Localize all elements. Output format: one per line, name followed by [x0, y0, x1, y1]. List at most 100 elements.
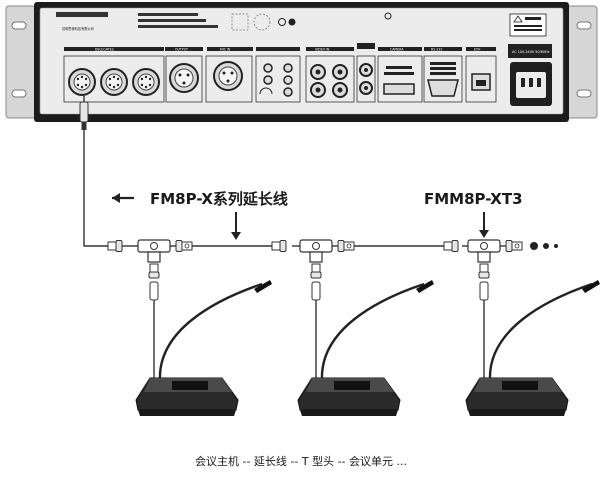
delegate-port-1[interactable] — [68, 68, 96, 96]
camera-label-bar — [384, 72, 414, 75]
extension-cable-label: FM8P-X系列延长线 — [150, 190, 288, 208]
rca-jack[interactable] — [283, 63, 293, 73]
continuation-dot — [554, 244, 558, 248]
video-in-label: VIDEO IN — [315, 48, 330, 52]
video-in-ports — [305, 55, 355, 103]
rack-hole — [576, 21, 592, 30]
delegates-label: DELEGATES — [95, 48, 114, 52]
camera-label: CAMERA — [390, 48, 404, 52]
db9-connector[interactable] — [427, 79, 459, 97]
mic-head — [254, 280, 272, 293]
conference-unit-2 — [297, 280, 434, 416]
bnc-pin — [337, 69, 343, 75]
delegate-port-3[interactable] — [132, 68, 160, 96]
rack-hole — [11, 89, 27, 98]
annotations: FM8P-X系列延长线 FMM8P-XT3 — [112, 190, 523, 240]
ce-icon — [278, 18, 286, 26]
drop-plug-1 — [148, 263, 160, 301]
plug-female — [343, 241, 355, 251]
unit-foot — [300, 410, 398, 416]
plug-male — [107, 241, 117, 251]
t-connector-2 — [299, 239, 333, 263]
conference-unit-3 — [465, 280, 600, 416]
plug-female — [511, 241, 523, 251]
rca-jack[interactable] — [263, 63, 273, 73]
continuation-dot — [543, 243, 549, 249]
delegate-ports — [63, 55, 165, 103]
trunk-cable-start — [83, 130, 112, 247]
gooseneck — [158, 282, 263, 381]
rca-jack[interactable] — [263, 75, 273, 85]
power-inlet: AC 100-240V 50/60Hz — [508, 44, 552, 106]
rca-jack[interactable] — [283, 87, 293, 97]
xlr-output-port[interactable] — [165, 55, 203, 103]
rs232-label-bar — [430, 62, 456, 65]
mic-head — [582, 280, 600, 293]
plug-housing — [115, 240, 123, 252]
unit-screen — [334, 381, 370, 390]
bnc-pin — [364, 68, 368, 72]
eth-section-bar — [466, 47, 496, 51]
conference-host-unit: 昆明思博科技有限公司 DELEGATES OUTPUT MIC IN VIDEO… — [5, 2, 598, 122]
address-line — [138, 25, 218, 28]
unit-foot — [468, 410, 566, 416]
gooseneck — [320, 282, 425, 381]
mic-in-section-bar — [207, 47, 253, 51]
bnc-pin — [315, 69, 321, 75]
conference-unit-1 — [135, 280, 272, 416]
delegates-section-bar — [64, 47, 164, 51]
arrow-head — [479, 230, 489, 238]
arrow-head — [112, 193, 120, 203]
drop-plug-3 — [478, 263, 490, 301]
output-label: OUTPUT — [175, 48, 188, 52]
output-section-bar — [165, 47, 203, 51]
camera-terminal[interactable] — [383, 83, 415, 95]
delegate-port-2[interactable] — [100, 68, 128, 96]
host-plug — [79, 101, 89, 130]
drop-plug-2 — [310, 263, 322, 301]
plug-housing — [505, 240, 513, 252]
rs232-label-bar — [430, 72, 456, 75]
rs232-label: RS-232 — [431, 48, 442, 52]
bnc-pin — [337, 87, 343, 93]
rs232-section-bar — [424, 47, 462, 51]
designed-by-line — [138, 19, 206, 22]
diagram-caption: 会议主机 -- 延长线 -- T 型头 -- 会议单元 ... — [195, 454, 407, 468]
port-frame — [63, 55, 165, 103]
line-rca-ports — [255, 55, 301, 103]
company-line — [138, 13, 198, 16]
plug-male — [443, 241, 453, 251]
plug-male — [271, 241, 281, 251]
company-name: 昆明思博科技有限公司 — [62, 26, 94, 31]
t-connector-1 — [137, 239, 171, 263]
camera-label-bar — [386, 66, 412, 69]
t-connector-3 — [467, 239, 501, 263]
plug-housing — [337, 240, 345, 252]
plug-housing — [451, 240, 459, 252]
xlr-mic-in-port[interactable] — [205, 55, 253, 103]
serial-sticker-box — [231, 13, 249, 31]
line-section-bar — [256, 47, 300, 51]
mic-head — [416, 280, 434, 293]
video-out-ports — [356, 55, 376, 103]
warning-text — [525, 17, 541, 20]
plug-housing — [175, 240, 183, 252]
ethernet-port[interactable] — [465, 55, 497, 103]
unit-screen — [172, 381, 208, 390]
volume-knob-icon[interactable] — [259, 87, 273, 95]
ground-screw-icon — [384, 12, 392, 20]
rca-jack[interactable] — [283, 75, 293, 85]
rear-panel — [39, 7, 564, 115]
video-out-section-bar — [357, 43, 375, 49]
bnc-pin — [364, 86, 368, 90]
rs232-port — [423, 55, 463, 103]
unit-screen — [502, 381, 538, 390]
eth-label: ETH — [474, 48, 481, 52]
video-in-section-bar — [306, 47, 354, 51]
cabling — [83, 96, 510, 380]
warning-triangle-icon — [513, 15, 523, 23]
model-label — [56, 12, 108, 17]
plug-female — [181, 241, 193, 251]
rack-hole — [576, 89, 592, 98]
